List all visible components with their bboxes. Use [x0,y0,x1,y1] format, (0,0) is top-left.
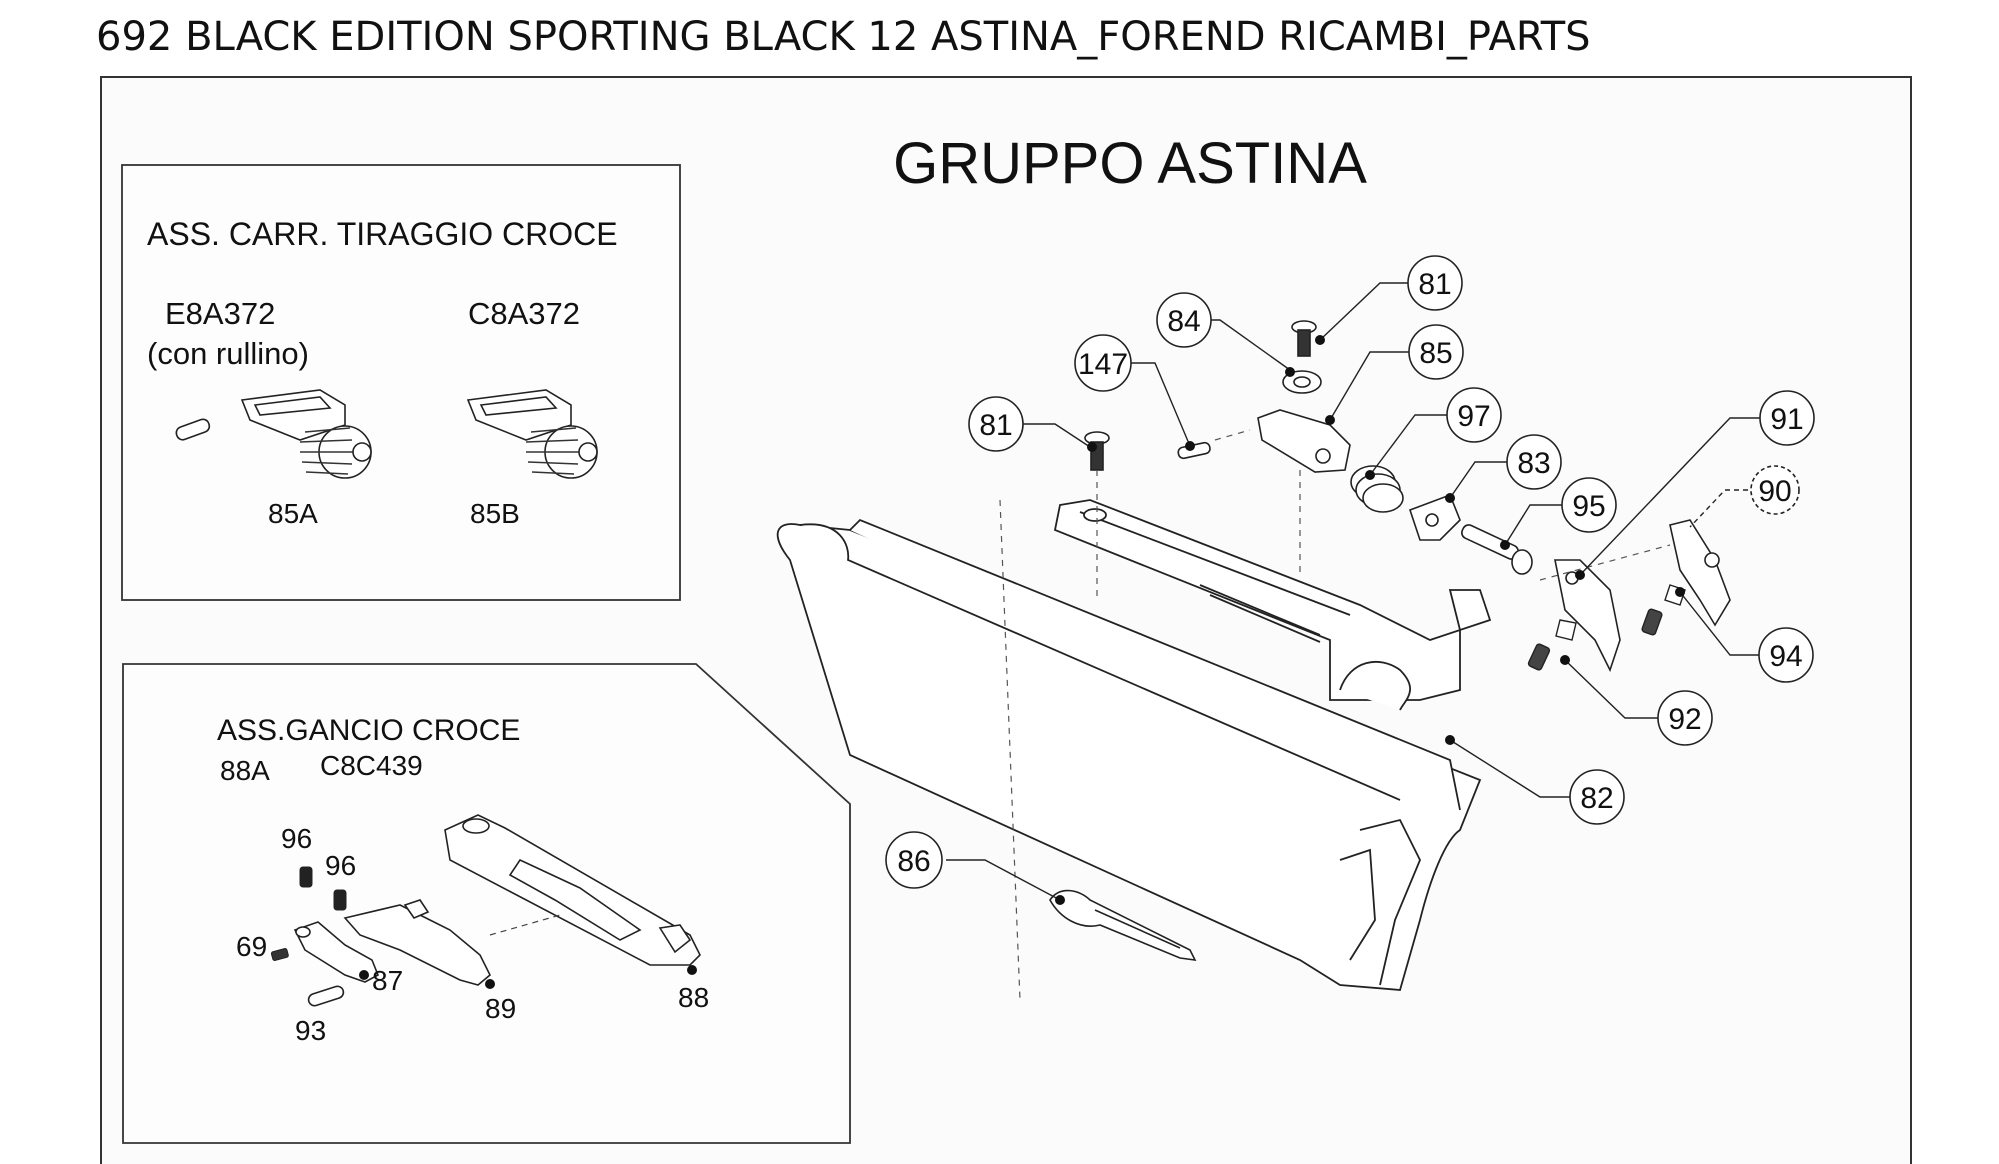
lever-91-part [1554,559,1621,673]
svg-text:91: 91 [1770,403,1803,436]
svg-text:94: 94 [1769,640,1802,673]
assembly-code: C8C439 [320,750,423,781]
connection-dots [1055,335,1685,905]
carrier-85-part [1257,409,1351,473]
inset-hook-title: ASS.GANCIO CROCE [217,714,520,747]
bolt-95-part [1461,524,1533,575]
spring-96-parts [299,866,347,911]
svg-text:81: 81 [979,409,1012,442]
inset-hook: ASS.GANCIO CROCE 88A C8C439 [122,663,851,1144]
assembly-ref: 88A [220,755,270,786]
spring-92-part [1527,619,1577,671]
carrier-85b-part [466,389,598,479]
pin-93-part [307,985,345,1007]
clip-86-part [1049,889,1197,961]
assembly-lines [999,429,1671,1001]
inset-carrier-title: ASS. CARR. TIRAGGIO CROCE [147,216,618,252]
lever-90-part [1669,519,1731,627]
hook-body-part [444,814,701,966]
label-85b: 85B [470,498,520,529]
svg-text:82: 82 [1580,782,1613,815]
hook-plate-part [343,899,491,986]
carrier-85a-part [240,389,372,479]
callout-90: 90 [1750,465,1800,515]
forend-wood-part [776,518,1482,991]
spring-97-part [1350,465,1404,513]
callout-85: 85 [1408,324,1464,380]
variant-a-note: (con rullino) [147,336,309,371]
callout-147: 147 [1074,334,1132,392]
label-69: 69 [236,931,267,962]
forend-iron-part [1053,499,1492,711]
variant-b-code: C8A372 [468,296,580,331]
label-88: 88 [678,982,709,1013]
callout-83: 83 [1506,434,1562,490]
callout-97: 97 [1446,387,1502,443]
label-87: 87 [372,965,403,996]
washer-84-part [1282,370,1322,394]
svg-text:84: 84 [1167,305,1200,338]
svg-text:92: 92 [1668,703,1701,736]
inset-carrier: ASS. CARR. TIRAGGIO CROCE E8A372 (con ru… [121,164,681,601]
svg-text:85: 85 [1419,337,1452,370]
callout-86: 86 [885,831,943,889]
variant-a-code: E8A372 [165,296,275,331]
roller-pin-part [175,418,211,441]
svg-text:97: 97 [1457,400,1490,433]
latch-83-part [1408,493,1461,541]
callout-81-left: 81 [968,396,1024,452]
callout-82: 82 [1569,769,1625,825]
svg-text:81: 81 [1418,268,1451,301]
page-title: 692 BLACK EDITION SPORTING BLACK 12 ASTI… [96,14,1591,60]
callout-94: 94 [1758,627,1814,683]
callout-81-top: 81 [1407,255,1463,311]
callout-92: 92 [1657,690,1713,746]
diagram-heading: GRUPPO ASTINA [893,131,1367,196]
label-85a: 85A [268,498,318,529]
svg-text:83: 83 [1517,447,1550,480]
screw-81-top-part [1291,320,1317,357]
screw-69-part [270,948,289,961]
callout-95: 95 [1561,477,1617,533]
svg-text:95: 95 [1572,490,1605,523]
label-89: 89 [485,993,516,1024]
callout-84: 84 [1156,292,1212,348]
label-96-a: 96 [281,823,312,854]
svg-text:90: 90 [1758,475,1791,508]
label-96-b: 96 [325,850,356,881]
label-93: 93 [295,1015,326,1046]
svg-text:147: 147 [1078,348,1128,381]
callout-91: 91 [1759,390,1815,446]
svg-text:86: 86 [897,845,930,878]
hook-lever-part [293,921,380,983]
